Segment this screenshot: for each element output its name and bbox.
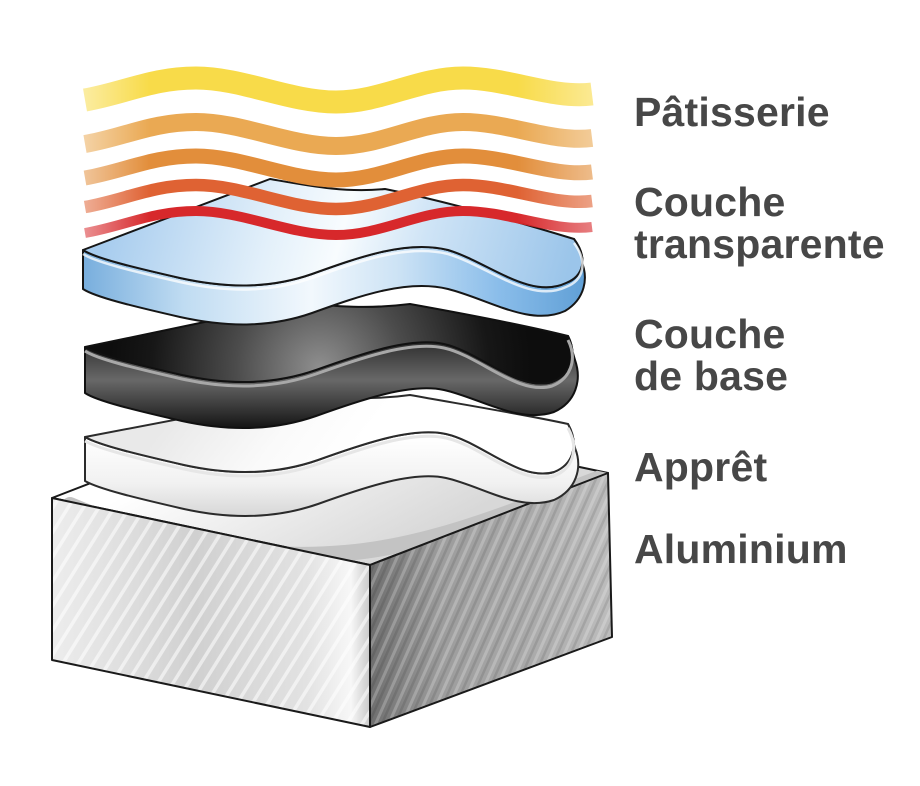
heat-wave-yellow (82, 66, 594, 114)
clear-coat-rim-highlight (82, 242, 584, 293)
heat-wave-red (84, 205, 593, 241)
label-pastry-line1: Pâtisserie (634, 89, 830, 135)
base-coat-layer (84, 301, 579, 430)
label-primer-line1: Apprêt (634, 444, 768, 490)
heat-wave-dark-orange (83, 178, 593, 216)
label-clear-coat: Couche transparente (634, 181, 885, 265)
label-primer: Apprêt (634, 446, 767, 488)
label-pastry: Pâtisserie (634, 91, 830, 133)
label-base-coat-line1: Couche (634, 311, 786, 357)
heat-wave-light-orange (83, 112, 594, 156)
heat-wave-orange (83, 148, 593, 188)
primer-rim-highlight (84, 427, 576, 480)
label-substrate-line1: Aluminium (634, 526, 848, 572)
clear-coat-layer (82, 178, 586, 326)
label-base-coat-line2: de base (634, 353, 789, 399)
label-substrate: Aluminium (634, 528, 848, 570)
label-clear-coat-line2: transparente (634, 221, 885, 267)
label-base-coat: Couche de base (634, 313, 788, 397)
base-coat-rim-highlight (84, 339, 574, 390)
heat-waves (82, 66, 594, 241)
label-clear-coat-line1: Couche (634, 179, 786, 225)
